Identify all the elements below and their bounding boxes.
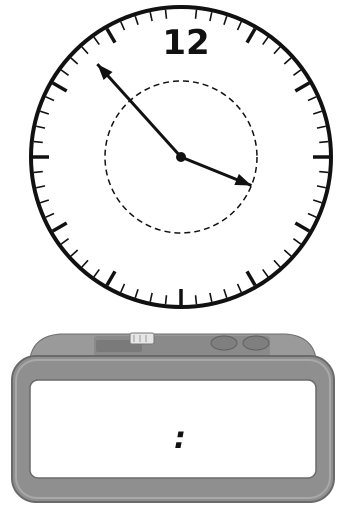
minute-tick	[319, 142, 328, 143]
minute-tick	[319, 172, 328, 173]
top-button-2	[243, 336, 269, 350]
analog-clock: 12	[0, 0, 344, 320]
minute-tick	[34, 172, 43, 173]
minute-tick	[166, 10, 167, 19]
minute-tick	[196, 10, 197, 19]
digital-screen	[30, 380, 316, 478]
digital-time-display: :	[174, 421, 186, 456]
clock-center-pivot	[176, 152, 186, 162]
top-button-1	[211, 336, 237, 350]
digital-alarm-clock: :	[0, 318, 344, 506]
minute-tick	[166, 295, 167, 304]
minute-tick	[196, 295, 197, 304]
clock-numeral-12: 12	[162, 23, 209, 63]
minute-tick	[34, 142, 43, 143]
